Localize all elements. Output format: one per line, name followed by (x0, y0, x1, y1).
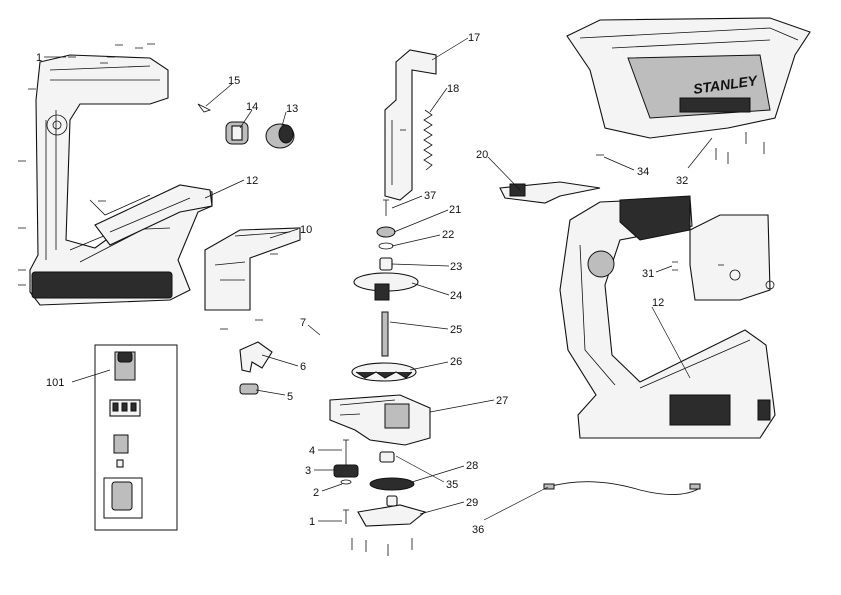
callout-15: 15 (228, 75, 240, 87)
callout-1-top: 1 (36, 52, 42, 64)
callout-7: 7 (300, 317, 306, 329)
part-20-deflector (499, 181, 601, 204)
callout-12-right: 12 (652, 297, 664, 309)
part-18-spring (423, 109, 433, 171)
callout-2: 2 (313, 487, 319, 499)
lower-left-stack (333, 439, 359, 524)
callout-22: 22 (442, 229, 454, 241)
callout-28: 28 (466, 460, 478, 472)
hopper-screws (596, 132, 765, 164)
callout-34: 34 (637, 166, 649, 178)
parts-5-6 (239, 341, 273, 395)
callout-4: 4 (309, 445, 315, 457)
part-12-housing-top (94, 184, 213, 246)
callout-12-left: 12 (246, 175, 258, 187)
callout-leaders (44, 37, 713, 522)
screws-left (18, 43, 278, 330)
callout-24: 24 (450, 290, 462, 302)
parts-13-14-15 (197, 103, 295, 149)
right-housing-assembled (559, 195, 776, 439)
callout-31: 31 (642, 268, 654, 280)
part-10-motor-bracket (204, 227, 301, 311)
callout-32: 32 (676, 175, 688, 187)
left-housing-half (29, 54, 213, 306)
callout-27: 27 (496, 395, 508, 407)
callout-21: 21 (449, 204, 461, 216)
callout-20: 20 (476, 149, 488, 161)
callout-35: 35 (446, 479, 458, 491)
part-31-panel (672, 214, 775, 301)
callout-5: 5 (287, 391, 293, 403)
callout-labels: 1 15 14 13 12 10 7 6 5 101 17 18 20 37 2… (36, 32, 688, 536)
callout-14: 14 (246, 101, 258, 113)
callout-17: 17 (468, 32, 480, 44)
center-stack (351, 199, 419, 382)
callout-10: 10 (300, 224, 312, 236)
callout-23: 23 (450, 261, 462, 273)
callout-101: 101 (46, 377, 64, 389)
callout-26: 26 (450, 356, 462, 368)
callout-29: 29 (466, 497, 478, 509)
part-36-wire (543, 481, 701, 495)
lower-gears (351, 451, 427, 556)
callout-25: 25 (450, 324, 462, 336)
callout-13: 13 (286, 103, 298, 115)
callout-37: 37 (424, 190, 436, 202)
callout-6: 6 (300, 361, 306, 373)
part-17-trigger-rail (384, 49, 437, 201)
callout-3: 3 (305, 465, 311, 477)
callout-18: 18 (447, 83, 459, 95)
part-27-gearbox (329, 394, 431, 446)
callout-36: 36 (472, 524, 484, 536)
part-32-hopper: STANLEY (566, 17, 811, 139)
part-101-kit (94, 344, 178, 531)
callout-1-bottom: 1 (309, 516, 315, 528)
